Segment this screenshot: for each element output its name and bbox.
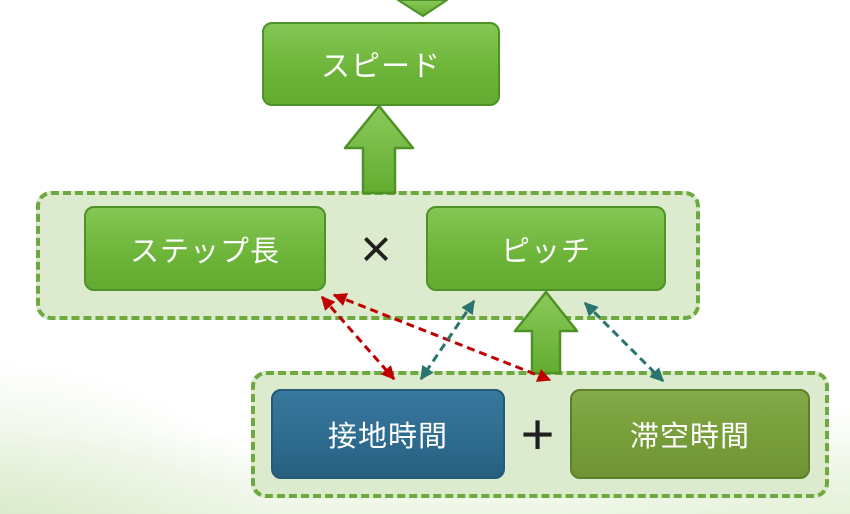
- node-step-length-label: ステップ長: [129, 235, 280, 268]
- multiply-sign: ×: [360, 218, 392, 279]
- multiply-operator: ×: [336, 206, 416, 291]
- node-pitch-label: ピッチ: [500, 235, 591, 268]
- arrow-to-speed-icon: [343, 104, 415, 195]
- node-speed-label: スピード: [320, 51, 441, 83]
- clipped-up-arrow-icon: [397, 0, 448, 17]
- plus-sign: +: [520, 401, 555, 467]
- plus-operator: +: [505, 389, 570, 479]
- node-contact-time-label: 接地時間: [327, 421, 448, 453]
- node-pitch: ピッチ: [426, 206, 666, 291]
- node-flight-time-label: 滞空時間: [629, 421, 750, 453]
- node-step-length: ステップ長: [84, 206, 326, 291]
- node-flight-time: 滞空時間: [570, 389, 810, 479]
- node-contact-time: 接地時間: [271, 389, 505, 479]
- node-speed: スピード: [262, 22, 500, 106]
